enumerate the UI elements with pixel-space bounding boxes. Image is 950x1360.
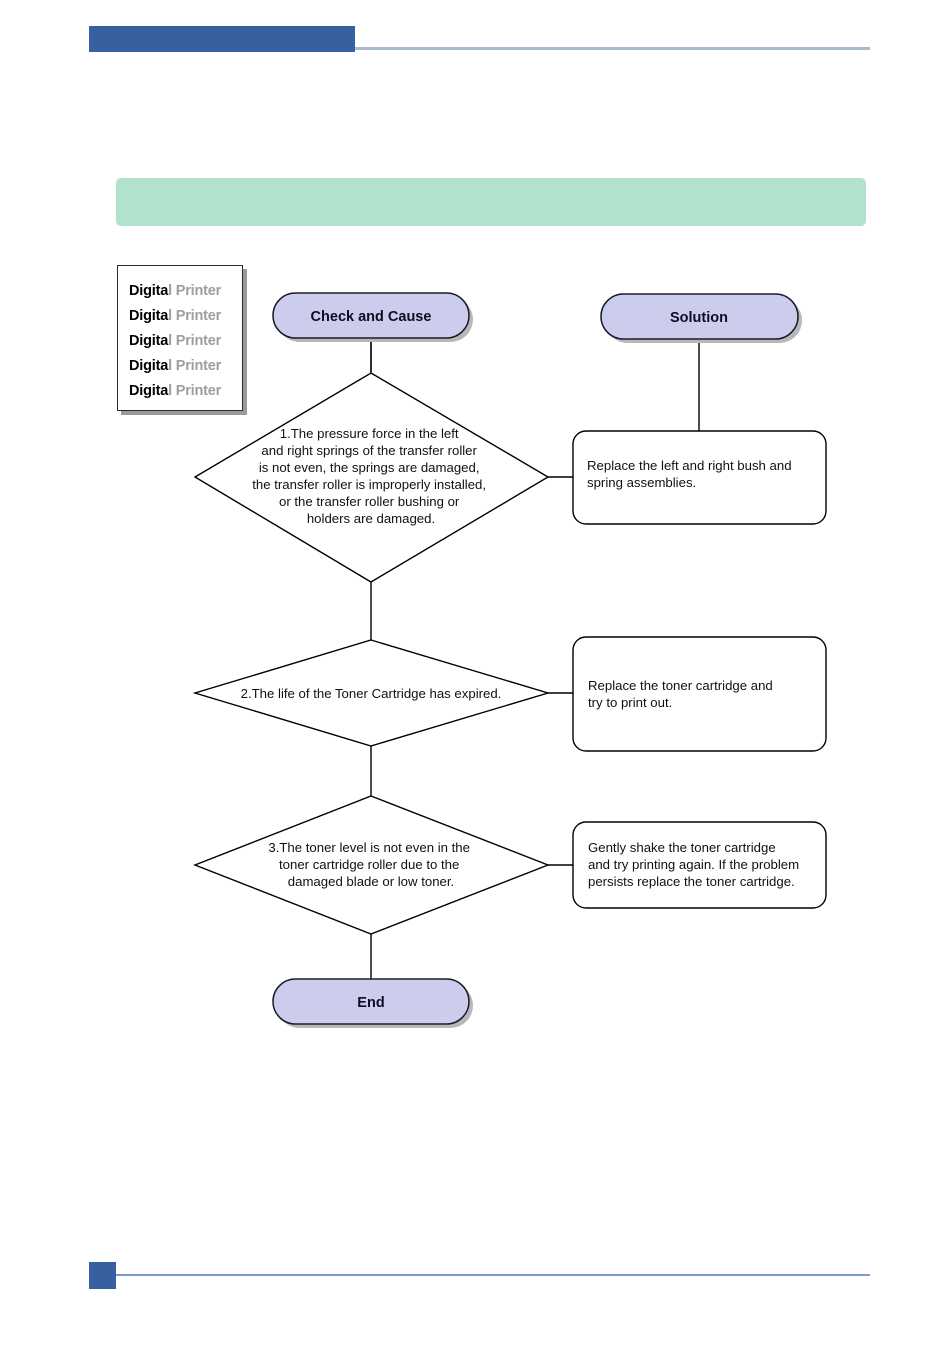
solution-3-text: Gently shake the toner cartridge and try… [588, 840, 803, 889]
sample-print-line: Digital Printer [129, 379, 235, 404]
solution-2-line: Replace the toner cartridge and [588, 678, 773, 693]
solution-2-line: try to print out. [588, 695, 672, 710]
decision-3-line: damaged blade or low toner. [288, 874, 454, 889]
solution-box-2[interactable] [572, 636, 827, 752]
solution-1-line: Replace the left and right bush and [587, 458, 792, 473]
decision-2-line: 2.The life of the Toner Cartridge has ex… [241, 686, 502, 701]
solution-2-text: Replace the toner cartridge and try to p… [588, 678, 776, 710]
sample-print-dark-text: Digita [129, 358, 169, 374]
decision-3-text: 3.The toner level is not even in the ton… [268, 840, 473, 889]
sample-print-faded-text: l Printer [168, 358, 222, 374]
decision-1-line: the transfer roller is improperly instal… [252, 477, 486, 492]
sample-print-thumbnail: Digital Printer Digital Printer Digital … [117, 265, 243, 411]
decision-1-line: holders are damaged. [307, 511, 435, 526]
page-footer-accent-square [89, 1262, 116, 1289]
decision-diamond-2[interactable] [192, 639, 551, 747]
sample-print-line: Digital Printer [129, 304, 235, 329]
page-header-accent-bar [89, 26, 355, 52]
decision-3-line: toner cartridge roller due to the [279, 857, 459, 872]
node-solution-shape [600, 293, 799, 340]
decision-diamond-3[interactable] [193, 795, 550, 935]
solution-1-line: spring assemblies. [587, 475, 696, 490]
solution-box-3[interactable] [572, 821, 827, 909]
node-end[interactable]: End [272, 978, 473, 1028]
node-check-and-cause-label: Check and Cause [311, 309, 432, 325]
sample-print-faded-text: l Printer [168, 283, 222, 299]
node-end-label: End [357, 995, 384, 1011]
page-footer-rule [116, 1274, 870, 1276]
sample-print-dark-text: Digita [129, 383, 169, 399]
node-solution[interactable]: Solution [600, 293, 802, 343]
decision-1-text: 1.The pressure force in the left and rig… [252, 426, 489, 526]
decision-2-text: 2.The life of the Toner Cartridge has ex… [241, 686, 502, 701]
sample-print-faded-text: l Printer [168, 383, 222, 399]
sample-print-faded-text: l Printer [168, 308, 222, 324]
sample-print-line: Digital Printer [129, 279, 235, 304]
decision-diamond-1[interactable] [193, 372, 550, 583]
decision-1-line: is not even, the springs are damaged, [259, 460, 480, 475]
sample-print-dark-text: Digita [129, 308, 169, 324]
sample-print-dark-text: Digita [129, 283, 169, 299]
node-solution-label: Solution [670, 310, 728, 326]
solution-1-text: Replace the left and right bush and spri… [587, 458, 795, 490]
sample-print-line: Digital Printer [129, 329, 235, 354]
decision-1-line: or the transfer roller bushing or [279, 494, 460, 509]
sample-print-dark-text: Digita [129, 333, 169, 349]
solution-3-line: Gently shake the toner cartridge [588, 840, 776, 855]
solution-3-line: and try printing again. If the problem [588, 857, 799, 872]
sample-print-line: Digital Printer [129, 354, 235, 379]
decision-1-line: 1.The pressure force in the left [280, 426, 459, 441]
node-end-shape [272, 978, 470, 1025]
decision-3-line: 3.The toner level is not even in the [268, 840, 470, 855]
sample-print-faded-text: l Printer [168, 333, 222, 349]
solution-box-1[interactable] [572, 430, 827, 525]
sample-print-lines: Digital Printer Digital Printer Digital … [129, 279, 235, 404]
node-check-and-cause[interactable]: Check and Cause [272, 292, 473, 342]
page-header-rule [355, 47, 870, 50]
node-check-and-cause-shape [272, 292, 470, 339]
decision-1-line: and right springs of the transfer roller [261, 443, 477, 458]
section-title-banner [116, 178, 866, 226]
solution-3-line: persists replace the toner cartridge. [588, 874, 795, 889]
